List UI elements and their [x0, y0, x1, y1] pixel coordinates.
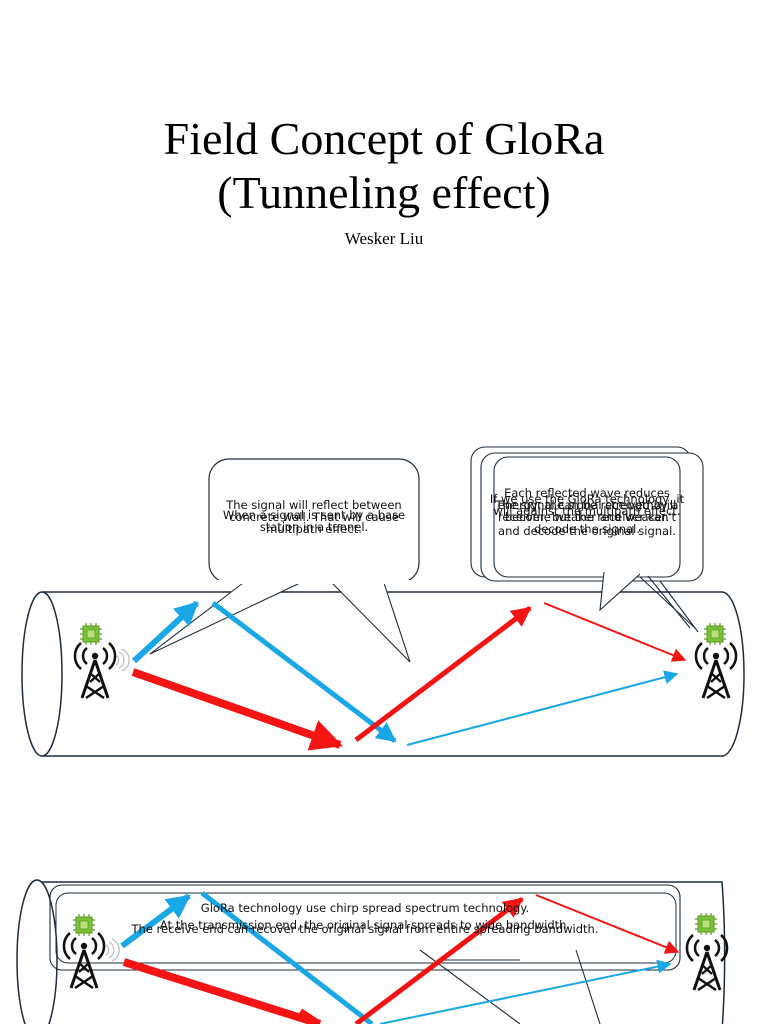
callout-right-1: [470, 446, 704, 633]
red-path-arrow: [543, 602, 687, 662]
red-path-arrow: [354, 606, 532, 742]
callout-left-1: [149, 458, 420, 663]
callout-text-glora: If we use the GloRa technology, it will …: [489, 492, 685, 518]
chip-icon: [79, 622, 103, 646]
chip-icon: [694, 912, 718, 936]
callout-text-energy: Each reflected wave reduces energy, the …: [497, 486, 677, 524]
callout-text-received: The signal can be received by a receiver…: [495, 498, 679, 536]
title-line-2: (Tunneling effect): [217, 167, 551, 218]
callout-right-text: Each reflected wave reduces energy, the …: [482, 487, 692, 547]
page-title: Field Concept of GloRa (Tunneling effect…: [0, 112, 768, 220]
author-name: Wesker Liu: [344, 229, 424, 248]
caption-chirp: GloRa technology use chirp spread spectr…: [200, 901, 530, 915]
red-path-arrow: [354, 897, 524, 1024]
callout-text-base-station: When a signal is sent by a base station …: [222, 508, 406, 534]
tunnel-1: [21, 591, 745, 757]
blue-path-arrow: [211, 601, 397, 743]
signal-paths-2: [120, 891, 680, 1024]
caption-transmission: At the transmission end, the original si…: [159, 918, 571, 932]
callout-text-decode: and decode the original signal.: [498, 524, 676, 538]
caption-receive: The receive end can recover the original…: [131, 922, 599, 936]
blue-path-arrow: [379, 959, 672, 1024]
blue-path-arrow: [120, 893, 191, 949]
blue-path-arrow: [131, 600, 200, 664]
blue-path-arrow: [200, 891, 374, 1024]
red-path-arrow: [535, 894, 680, 954]
red-path-arrow: [122, 958, 322, 1024]
red-path-arrow: [131, 668, 344, 751]
blue-path-arrow: [406, 670, 679, 746]
title-line-1: Field Concept of GloRa: [163, 113, 605, 164]
callout-text-reflect: The signal will reflect between concrete…: [226, 498, 402, 536]
signal-paths-1: [131, 600, 687, 751]
chip-icon: [703, 622, 727, 646]
callout-left-text: The signal will reflect between concrete…: [216, 499, 412, 559]
caption-2-text: GloRa technology use chirp spread spectr…: [60, 902, 670, 942]
